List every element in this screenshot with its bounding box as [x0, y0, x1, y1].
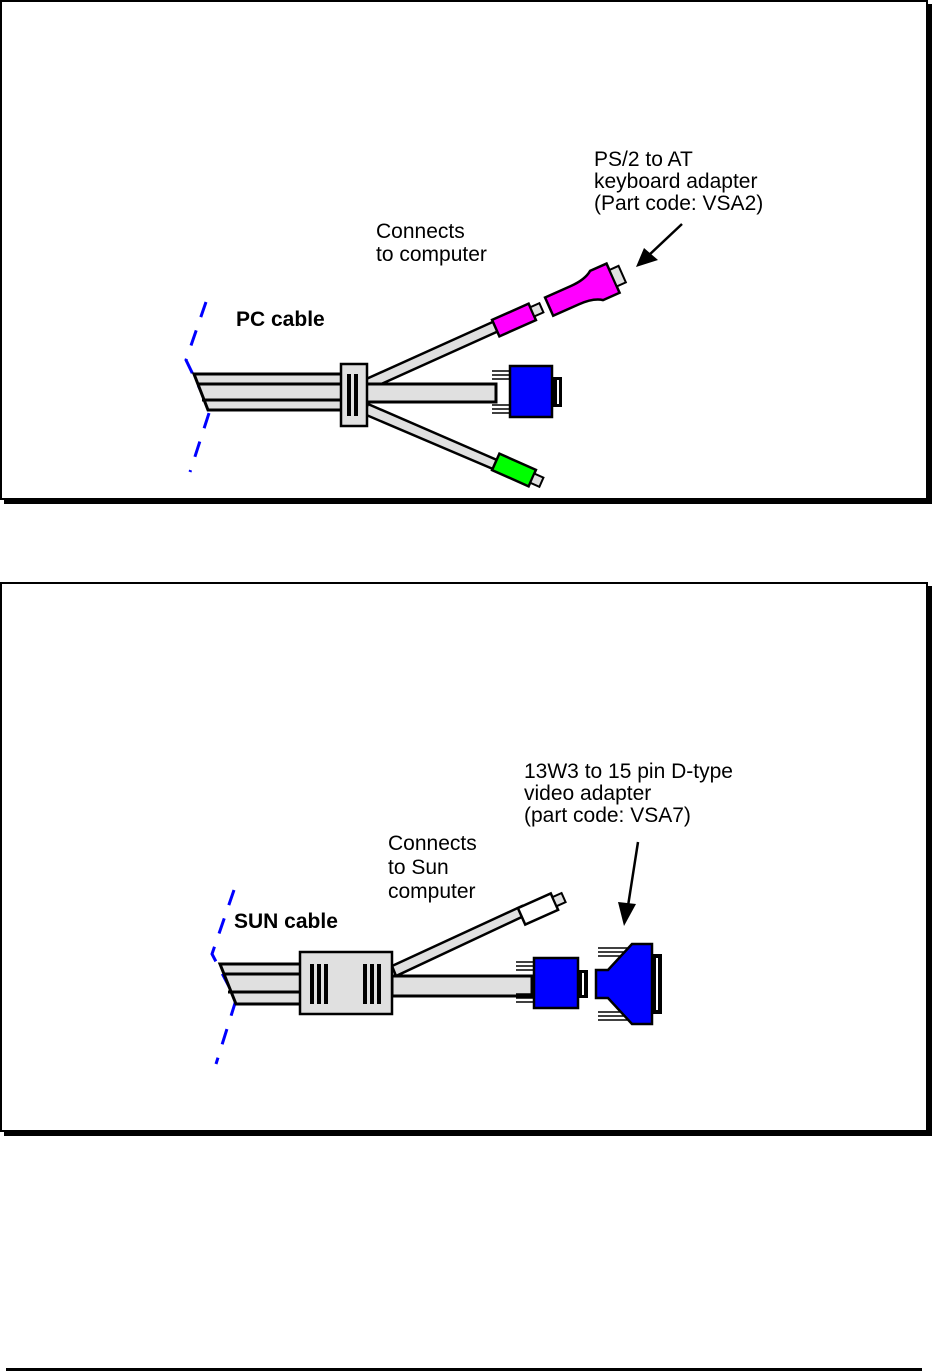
- pc-mouse-branch: [362, 402, 545, 489]
- keyboard-connector: [490, 301, 545, 339]
- pc-video-branch: [364, 364, 562, 419]
- sun-cable-drawing: [210, 841, 662, 1065]
- adapter-pointer-arrow: [636, 223, 683, 267]
- cable-break-line: [184, 301, 212, 473]
- sun-keyboard-branch: [390, 891, 567, 978]
- adapter-pointer-arrow: [618, 841, 640, 926]
- sun-connects-label-line2: to Sun: [388, 856, 449, 879]
- sun-keyboard-connector: [516, 891, 567, 927]
- mouse-connector: [490, 451, 545, 489]
- sun-adapter-label-line2: video adapter: [524, 782, 652, 805]
- pc-connects-label-line2: to computer: [376, 243, 487, 266]
- pc-adapter-label-line2: keyboard adapter: [594, 170, 758, 193]
- pc-cable-drawing: [184, 223, 683, 489]
- sun-cable-panel: SUN cable Connects to Sun computer 13W3 …: [0, 582, 928, 1132]
- pc-connects-label-line1: Connects: [376, 220, 465, 243]
- sun-cable-clamp: [298, 950, 394, 1016]
- sun-cable-trunk: [217, 962, 304, 1006]
- sun-video-connector: [516, 956, 588, 1010]
- sun-cable-title: SUN cable: [234, 910, 338, 933]
- pc-cable-title: PC cable: [236, 308, 325, 331]
- pc-adapter-label-line1: PS/2 to AT: [594, 148, 693, 171]
- pc-cable-trunk: [191, 372, 344, 412]
- sun-adapter-label-line3: (part code: VSA7): [524, 804, 691, 827]
- pc-adapter-label-line3: (Part code: VSA2): [594, 192, 764, 215]
- pc-cable-panel: PC cable Connects to computer PS/2 to AT…: [0, 0, 928, 500]
- ps2-to-at-adapter: [543, 261, 628, 318]
- sun-video-branch: [390, 956, 588, 1010]
- pc-cable-clamp: [339, 362, 369, 428]
- video-connector: [492, 364, 562, 419]
- sun-adapter-label-line1: 13W3 to 15 pin D-type: [524, 760, 733, 783]
- sun-connects-label-line3: computer: [388, 880, 476, 903]
- sun-connects-label-line1: Connects: [388, 832, 477, 855]
- 13w3-to-15pin-adapter: [594, 942, 662, 1026]
- footer-rule: [6, 1368, 922, 1371]
